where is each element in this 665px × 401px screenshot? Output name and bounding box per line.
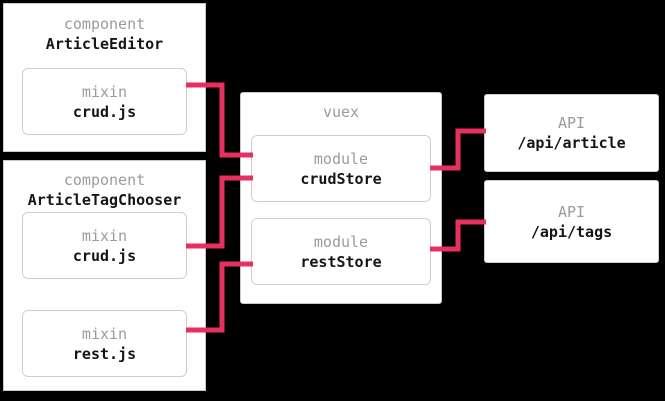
component-article-tag-chooser-kind: component [63, 171, 146, 189]
component-article-tag-chooser-heading: component ArticleTagChooser [4, 170, 205, 210]
mixin-article-tag-chooser-rest-kind: mixin [81, 324, 128, 343]
mixin-article-editor-crud: mixin crud.js [22, 68, 187, 135]
api-tags-kind: API [557, 202, 586, 221]
mixin-article-tag-chooser-crud-kind: mixin [81, 226, 128, 245]
module-rest-store-kind: module [313, 232, 369, 251]
component-article-editor-kind: component [63, 15, 146, 33]
api-article: API /api/article [484, 94, 659, 172]
module-rest-store: module restStore [251, 218, 431, 285]
component-article-editor-name: ArticleEditor [45, 35, 164, 53]
component-article-editor-heading: component ArticleEditor [4, 14, 205, 54]
mixin-article-tag-chooser-rest-name: rest.js [72, 344, 137, 363]
api-article-name: /api/article [517, 134, 626, 152]
mixin-article-tag-chooser-crud-name: crud.js [72, 246, 137, 265]
mixin-article-tag-chooser-rest: mixin rest.js [22, 310, 187, 377]
mixin-article-editor-crud-name: crud.js [72, 102, 137, 121]
vuex-kind-label: vuex [322, 103, 360, 121]
mixin-article-editor-crud-kind: mixin [81, 82, 128, 101]
module-crud-store: module crudStore [251, 135, 431, 202]
api-tags-name: /api/tags [530, 222, 613, 241]
vuex-heading: vuex [241, 102, 441, 122]
api-tags: API /api/tags [484, 180, 659, 263]
module-rest-store-name: restStore [300, 252, 382, 271]
mixin-article-tag-chooser-crud: mixin crud.js [22, 212, 187, 279]
component-article-tag-chooser-name: ArticleTagChooser [27, 191, 182, 209]
api-article-kind: API [557, 114, 586, 132]
module-crud-store-kind: module [313, 149, 369, 168]
module-crud-store-name: crudStore [300, 169, 382, 188]
